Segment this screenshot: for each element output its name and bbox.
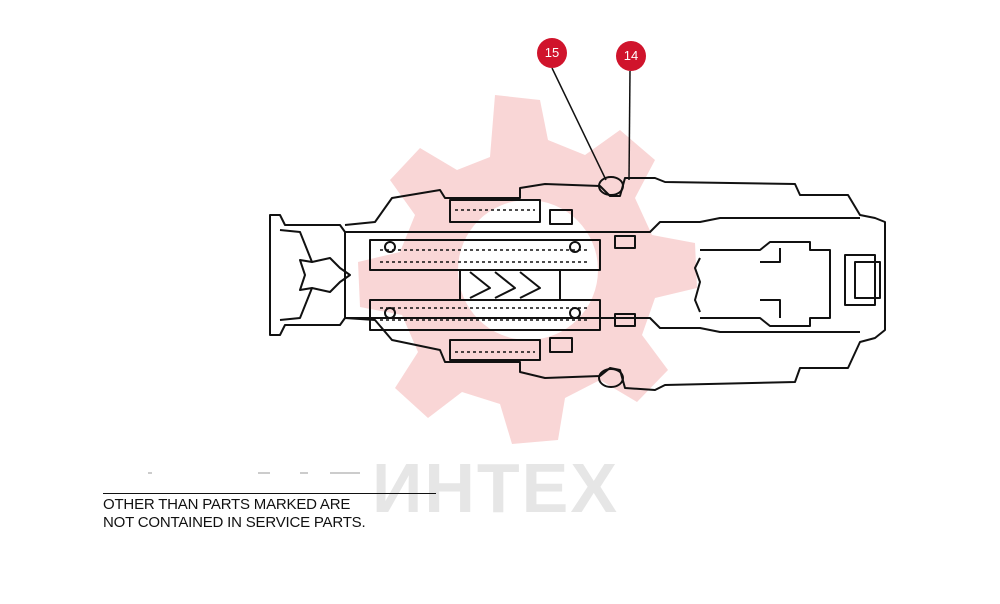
callout-15: 15 <box>537 38 567 68</box>
callout-leaders <box>551 67 631 181</box>
note-line-1: OTHER THAN PARTS MARKED ARE <box>103 496 351 513</box>
spring-coils <box>380 209 590 353</box>
callout-14: 14 <box>616 41 646 71</box>
valve-outline <box>269 176 886 391</box>
note-line-2: NOT CONTAINED IN SERVICE PARTS. <box>103 514 366 531</box>
note-rule <box>103 493 436 494</box>
watermark-text: ИНТЕХ <box>372 449 620 527</box>
service-note: OTHER THAN PARTS MARKED ARE NOT CONTAINE… <box>103 496 366 532</box>
